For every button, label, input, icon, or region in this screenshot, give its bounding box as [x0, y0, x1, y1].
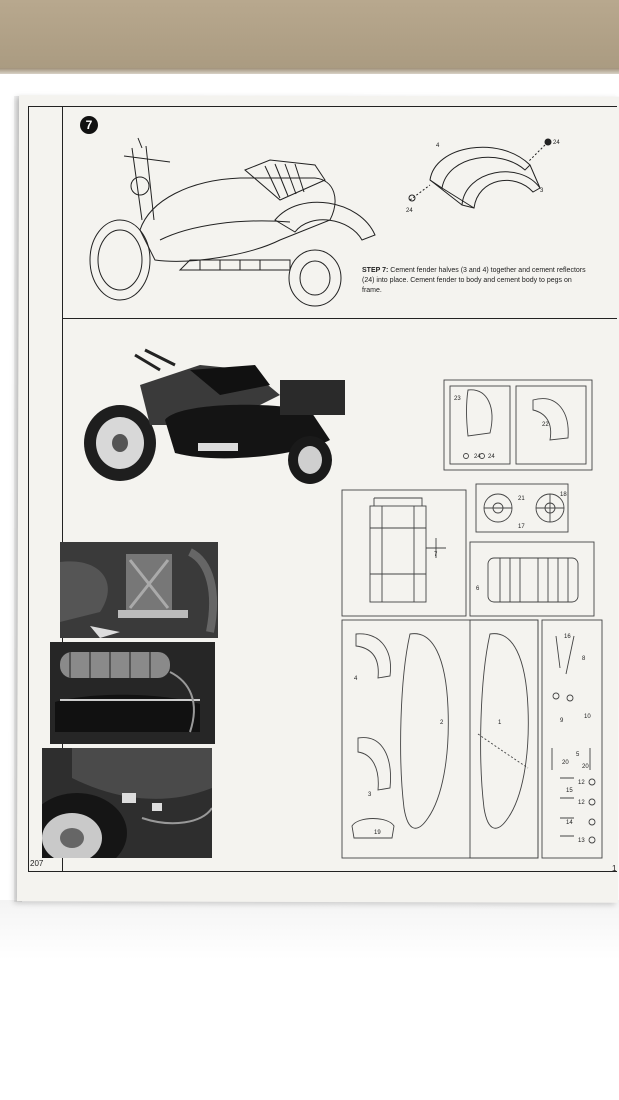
part-20-label-b: 20	[582, 764, 589, 770]
part-4-label: 4	[354, 676, 358, 682]
page-frame	[28, 106, 617, 872]
part-24-label-b: 24	[488, 454, 495, 460]
part-3-label: 3	[368, 792, 372, 798]
part-8-label: 8	[582, 656, 586, 662]
step-heading: STEP 7:	[362, 267, 389, 274]
part-21-label: 21	[518, 496, 525, 502]
part-18-label: 18	[560, 492, 567, 498]
background-surface-top	[0, 0, 619, 74]
part-22-label: 22	[542, 422, 549, 428]
part-23-label: 23	[454, 396, 461, 402]
step-instruction-text: Cement fender halves (3 and 4) together …	[362, 267, 586, 294]
motorcycle-sidecar-photo	[80, 325, 350, 495]
left-margin-rule	[62, 106, 63, 872]
step-instructions: STEP 7: Cement fender halves (3 and 4) t…	[362, 266, 592, 296]
part-14-label: 14	[566, 820, 573, 826]
parts-sprue-diagram: 23 22 24 24 18 21 17 7 6 4 2 1 3 19 16 8…	[341, 379, 603, 859]
callout-24-bottom: 24	[406, 208, 413, 214]
part-10-label: 10	[584, 714, 591, 720]
part-20-label-a: 20	[562, 760, 569, 766]
callout-24-top: 24	[553, 140, 560, 146]
part-24-label-a: 24	[474, 454, 481, 460]
step-divider	[62, 318, 617, 319]
part-7-label: 7	[434, 552, 438, 558]
callout-3: 3	[540, 188, 544, 194]
page-number-left: 207	[30, 859, 44, 868]
part-19-label: 19	[374, 830, 381, 836]
fender-exploded-diagram: 4 24 3 24	[406, 138, 560, 214]
sidecar-assembly-drawing	[89, 137, 376, 307]
part-1-label: 1	[498, 720, 502, 726]
callout-4: 4	[436, 143, 440, 149]
part-17-label: 17	[518, 524, 525, 530]
fender-rear-detail-photo	[42, 748, 212, 858]
jerrycan-detail-photo	[60, 542, 218, 638]
part-16-label: 16	[564, 634, 571, 640]
part-15-label: 15	[566, 788, 573, 794]
part-2-label: 2	[440, 720, 444, 726]
part-12-label-a: 12	[578, 780, 585, 786]
part-5-label: 5	[576, 752, 580, 758]
part-9-label: 9	[560, 718, 564, 724]
part-13-label: 13	[578, 838, 585, 844]
page-number-right: 1	[612, 864, 617, 873]
luggage-rack-detail-photo	[50, 642, 215, 744]
part-12-label-b: 12	[578, 800, 585, 806]
background-surface-bottom	[0, 900, 619, 1100]
part-6-label: 6	[476, 586, 480, 592]
step-number-badge: 7	[80, 116, 98, 134]
